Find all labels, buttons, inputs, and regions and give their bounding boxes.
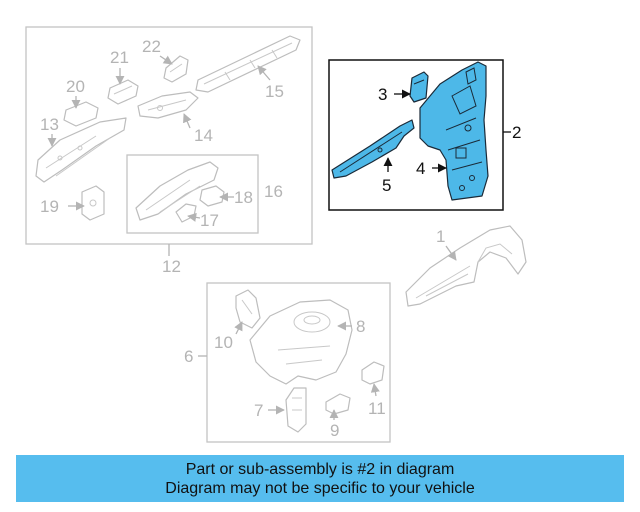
callout-10: 10 [214,333,233,352]
part-16-rail-extension[interactable] [135,161,219,221]
notice-line-2: Diagram may not be specific to your vehi… [165,479,475,497]
callout-12: 12 [162,257,181,276]
callout-19: 19 [40,197,59,216]
callout-4: 4 [416,159,425,178]
callout-3: 3 [378,85,387,104]
part-9-bracket[interactable] [325,393,351,415]
callout-15: 15 [265,82,284,101]
part-4-apron-panel[interactable] [419,61,489,201]
group-16-box [126,154,259,234]
callout-17: 17 [200,211,219,230]
part-1-fender[interactable] [405,225,527,307]
group-6-box [206,282,391,443]
group-2-box[interactable] [328,59,504,211]
part-11-bracket[interactable] [361,361,385,385]
part-17-bracket[interactable] [175,203,197,223]
callout-6: 6 [184,347,193,366]
callout-1: 1 [436,227,445,246]
part-14-reinforcement[interactable] [137,91,199,119]
callout-21: 21 [110,48,129,67]
callout-20: 20 [66,77,85,96]
part-10-bracket[interactable] [235,289,261,329]
part-22-bracket[interactable] [163,55,189,83]
callout-22: 22 [142,37,161,56]
part-5-reinforcement[interactable] [331,119,415,179]
callout-5: 5 [382,176,391,195]
callout-8: 8 [356,317,365,336]
notice-line-1: Part or sub-assembly is #2 in diagram [185,460,455,478]
part-18-bracket[interactable] [199,185,225,207]
part-13-side-member[interactable] [35,117,127,183]
part-8-strut-housing[interactable] [249,299,353,385]
callout-18: 18 [234,188,253,207]
part-7-panel[interactable] [285,387,307,433]
callout-13: 13 [40,115,59,134]
callout-2[interactable]: 2 [512,123,521,142]
part-3-bracket[interactable] [409,71,429,103]
part-20-plate[interactable] [63,101,99,127]
callout-11: 11 [368,399,386,418]
callout-7: 7 [254,401,263,420]
part-19-bracket[interactable] [81,185,105,221]
part-21-bracket[interactable] [107,79,139,105]
callout-9: 9 [330,421,339,440]
callout-16: 16 [264,182,283,201]
callout-14: 14 [194,126,213,145]
notice-banner: Part or sub-assembly is #2 in diagram Di… [16,455,624,502]
part-15-front-rail[interactable] [195,35,301,93]
